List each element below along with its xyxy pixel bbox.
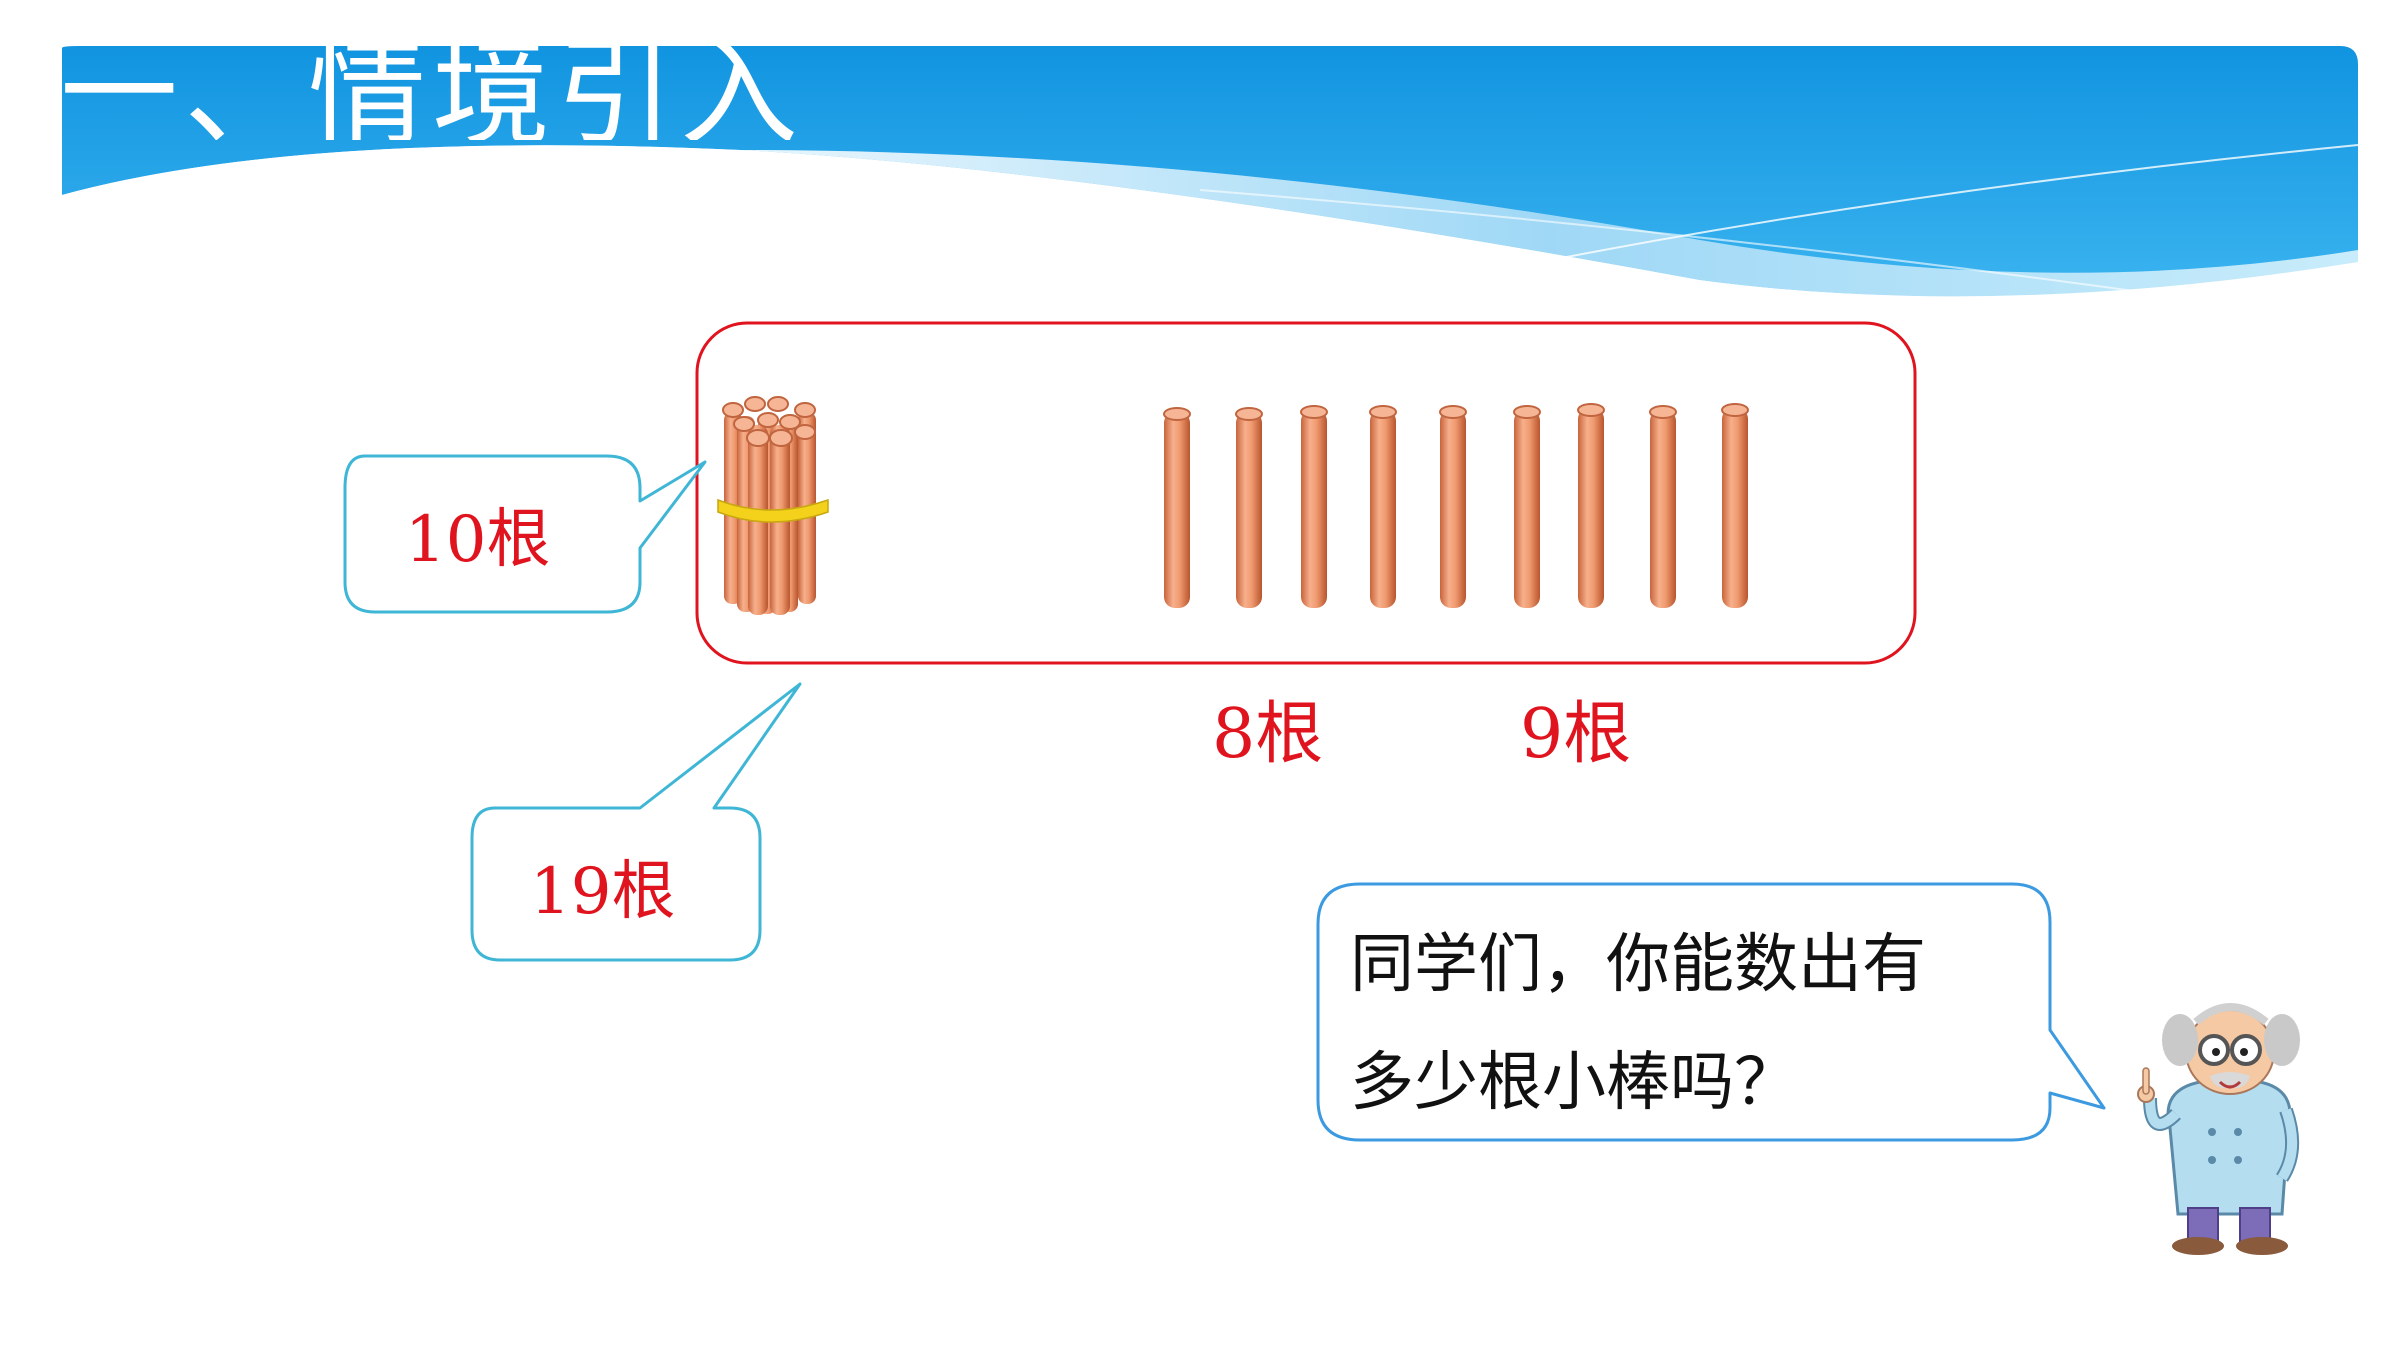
single-sticks (1163, 403, 1749, 608)
sticks-frame (695, 321, 1917, 665)
teacher-question-line-1: 同学们，你能数出有 (1350, 928, 1926, 1002)
callout-bundle-box (343, 454, 707, 614)
callout-total-box (470, 682, 802, 962)
count-label-9: 9根 (1520, 695, 1632, 774)
page-title: 一、情境引入 (60, 34, 805, 140)
teacher-character (2137, 1003, 2300, 1255)
count-label-8: 8根 (1212, 695, 1324, 774)
teacher-speech-bubble (1316, 882, 2106, 1142)
stick-bundle (717, 396, 829, 615)
total-count-label: 19根 (530, 855, 676, 929)
bundle-count-label: 10根 (405, 503, 551, 577)
teacher-question-line-2: 多少根小棒吗？ (1350, 1046, 1798, 1120)
